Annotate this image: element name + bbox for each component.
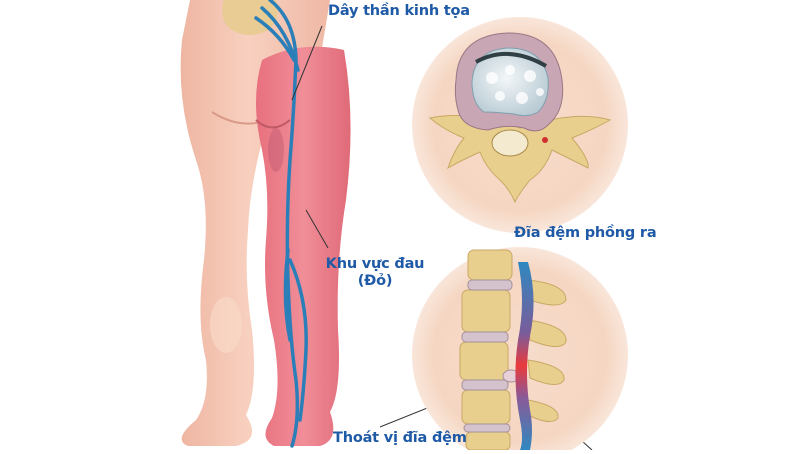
label-herniated-disc: Thoát vị đĩa đệm: [333, 430, 467, 446]
label-pain-area-line1: Khu vực đau: [325, 256, 425, 272]
label-bulging-disc: Đĩa đệm phồng ra: [514, 225, 657, 241]
right-leg-pain-area: [255, 46, 351, 447]
lateral-spine-view: [412, 247, 628, 454]
left-leg: [180, 0, 330, 446]
label-pain-area: Khu vực đau (Đỏ): [320, 256, 430, 290]
label-pain-area-line2: (Đỏ): [357, 273, 393, 289]
axial-disc-view: [412, 17, 628, 233]
label-sciatic-nerve: Dây thần kinh tọa: [328, 3, 470, 19]
sciatic-nerve: [254, 0, 308, 448]
